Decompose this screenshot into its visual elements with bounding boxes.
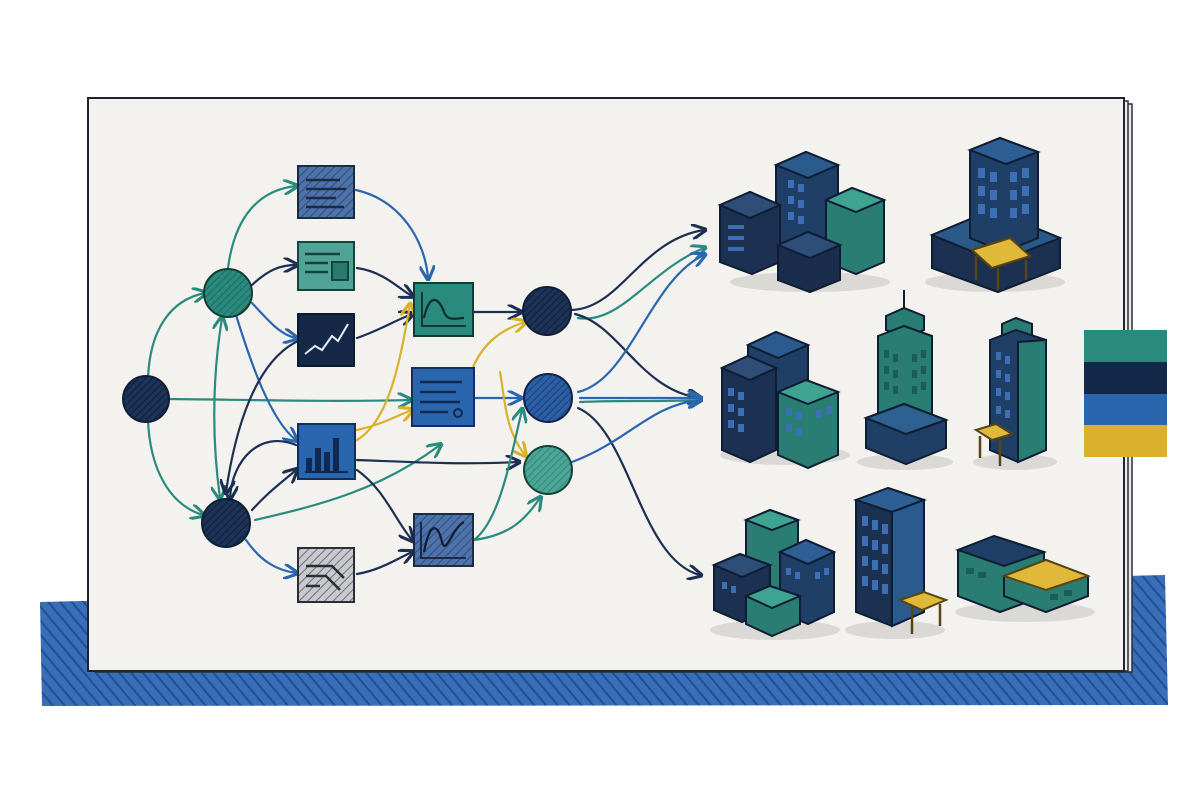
arrow-bar-to-wave: [355, 468, 412, 540]
arrow-bar-to-right: [355, 460, 518, 463]
line-chart-icon: [297, 313, 355, 367]
arrow-node2-to-top: [576, 255, 704, 394]
output-node-1: [522, 286, 572, 336]
arrow-hub-cross: [226, 338, 302, 492]
arrow-source-to-top-hub: [146, 293, 205, 380]
palette-swatch-blue: [1084, 393, 1167, 426]
arrow-hub-to-slanted-card: [244, 538, 296, 573]
curve-chart-icon: [413, 282, 474, 337]
arrow-hub-link-left: [214, 318, 222, 498]
slanted-lines-icon: [297, 547, 355, 603]
glass-tower-icon: [845, 486, 949, 639]
slim-tower-icon: [973, 316, 1057, 470]
arrow-node2-to-bottom: [576, 406, 700, 575]
arrow-report-to-node3-gold: [498, 370, 525, 455]
hub-node-bottom: [201, 498, 251, 548]
teal-cluster-icon: [710, 508, 840, 640]
text-lines-icon: [297, 165, 355, 219]
arrow-node2-to-mid-b: [578, 400, 700, 402]
palette-swatch-navy: [1084, 361, 1167, 394]
arrow-bar-to-report-gold: [355, 410, 412, 432]
palette-swatch-teal: [1084, 330, 1167, 362]
source-node: [122, 375, 170, 423]
connector-group: [146, 186, 704, 576]
arrow-hub-to-barchart-card: [234, 313, 296, 440]
report-icon: [411, 367, 475, 427]
arrow-node1-to-cluster1b: [576, 248, 704, 320]
hub-node-top: [203, 268, 253, 318]
arrow-wave-to-node3: [472, 498, 540, 542]
low-warehouse-icon: [955, 534, 1095, 622]
palette-swatch-gold: [1084, 425, 1167, 457]
output-node-2: [523, 373, 573, 423]
arrow-slanted-to-wave: [355, 552, 412, 576]
arrow-node1-to-cluster1: [568, 230, 704, 312]
arrow-hub-to-text-card: [226, 186, 296, 270]
apartment-cluster-icon: [719, 330, 850, 470]
bar-chart-icon: [297, 423, 356, 480]
arrow-wave-to-node2: [472, 410, 522, 542]
text-with-image-icon: [297, 241, 355, 291]
arrow-node3-to-mid: [570, 400, 700, 464]
arrow-node1-to-mid: [573, 312, 700, 398]
arrow-report-to-node1-gold: [468, 322, 525, 377]
arrow-source-to-bottom-hub: [146, 418, 203, 515]
arrow-source-to-report: [168, 399, 410, 401]
arrow-image-card-to-curve: [355, 266, 412, 296]
color-palette: [1084, 330, 1167, 457]
arrow-text-card-to-curve: [354, 188, 428, 278]
arrow-hub-to-bar-card-low: [250, 470, 296, 512]
output-node-3: [523, 445, 573, 495]
arrow-hub-to-analysis-low: [253, 445, 440, 522]
arrow-hub-to-image-card: [250, 265, 296, 287]
tower-with-canopy-icon: [925, 136, 1065, 294]
office-cluster-icon: [717, 150, 890, 294]
spire-tower-icon: [857, 290, 953, 470]
arrow-bar-to-curve-gold: [355, 305, 410, 442]
wave-chart-icon: [413, 513, 474, 567]
arrow-hub-to-linechart-card: [250, 301, 296, 338]
